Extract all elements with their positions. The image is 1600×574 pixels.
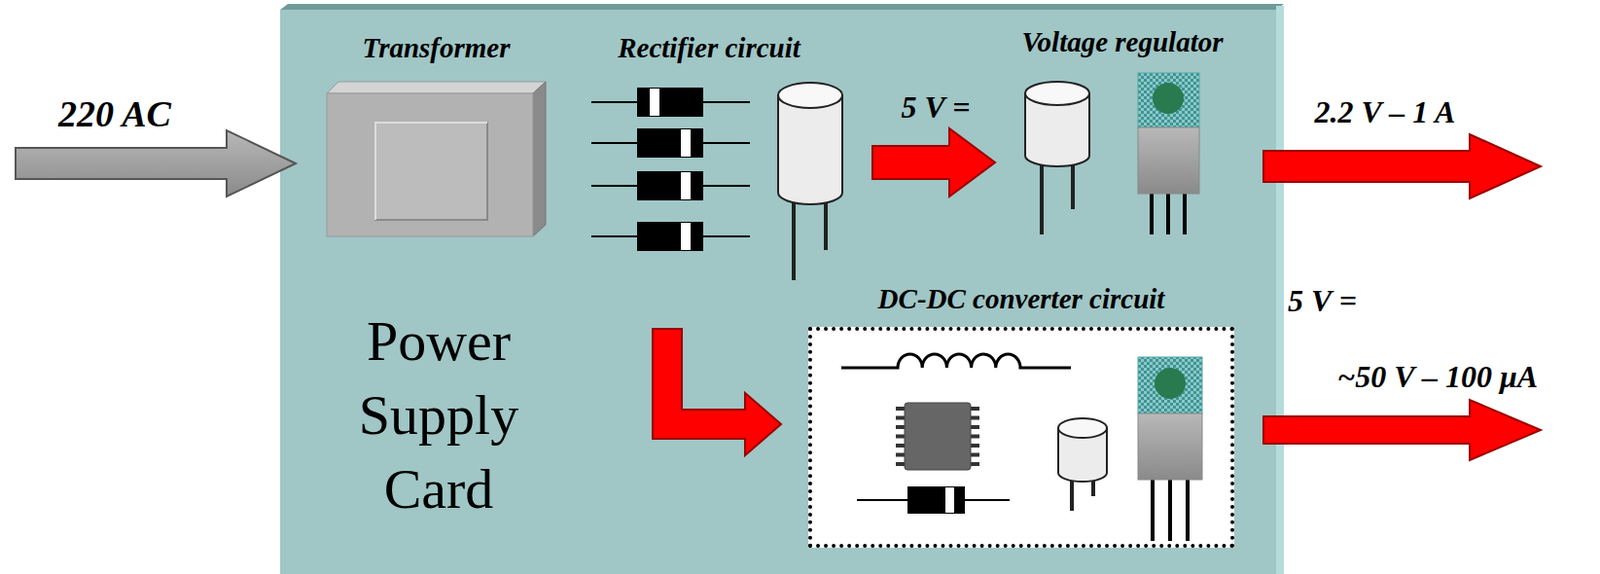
- capacitor-symbol: [778, 82, 843, 281]
- output-arrow: [1263, 134, 1541, 199]
- voltage-label: 5 V =: [1287, 284, 1357, 319]
- box-heading: DC-DC converter circuit: [878, 283, 1166, 316]
- regulator-symbol: [1137, 356, 1203, 541]
- dc-arrow: [652, 328, 782, 456]
- converter-ground: [808, 326, 1235, 548]
- output-arrow: [1263, 399, 1541, 461]
- transformer-symbol: [326, 81, 546, 237]
- diode-symbol: [591, 88, 750, 250]
- part-label: Voltage regulator: [1021, 27, 1223, 59]
- output-label: ~50 V – 100 μA: [1337, 359, 1538, 394]
- output-label: 2.2 V – 1 A: [1315, 95, 1457, 130]
- capacitor-symbol: [1025, 81, 1090, 235]
- transformer-box: Transformer: [326, 81, 546, 237]
- board-panel: Power Supply Card TransformerDC-DC conver…: [280, 9, 1284, 574]
- diode-symbol: [856, 487, 1010, 513]
- regulator-symbol: [1137, 72, 1200, 235]
- capacitor-symbol: [1058, 418, 1107, 511]
- ic-symbol: [895, 402, 980, 470]
- converter-box: DC-DC converter circuit: [808, 326, 1235, 548]
- inductor-symbol: [841, 354, 1071, 368]
- box-heading: Transformer: [362, 32, 511, 65]
- board: [280, 3, 1284, 574]
- dc-arrow: [872, 128, 996, 197]
- part-label: Rectifier circuit: [617, 33, 801, 65]
- board-title: Power Supply Card: [317, 304, 561, 527]
- input-arrow: [15, 130, 296, 197]
- input-label: 220 AC: [58, 94, 172, 136]
- voltage-label: 5 V =: [901, 90, 971, 125]
